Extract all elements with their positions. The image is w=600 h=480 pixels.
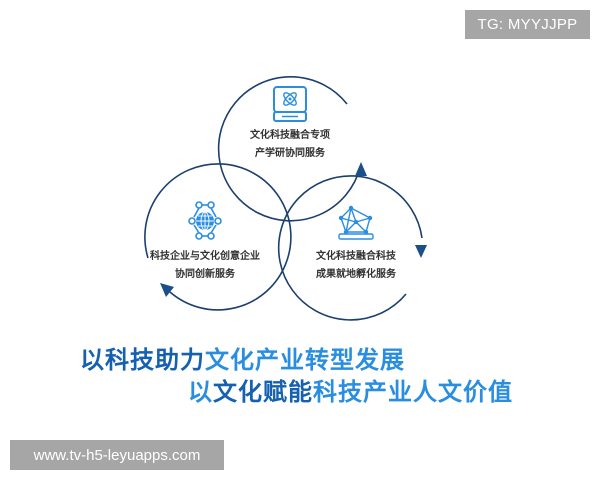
node-right-line1: 文化科技融合科技 bbox=[316, 251, 396, 262]
left-circle-arc bbox=[144, 163, 292, 311]
top-arrow-icon bbox=[355, 162, 367, 176]
watermark-top: TG: MYYJJPP bbox=[465, 10, 590, 39]
atom-monitor-icon bbox=[273, 86, 307, 122]
slogan-line-1: 以科技助力文化产业转型发展 bbox=[80, 340, 405, 375]
node-top-line2: 产学研协同服务 bbox=[255, 148, 325, 159]
slogan-2-bold: 文化赋能 bbox=[213, 378, 313, 406]
node-left-line1: 科技企业与文化创意企业 bbox=[150, 251, 260, 262]
globe-network-icon bbox=[188, 201, 222, 240]
node-top-line1: 文化科技融合专项 bbox=[250, 130, 330, 141]
slogan-1-bold: 以科技助力 bbox=[80, 346, 205, 374]
node-left-line2: 协同创新服务 bbox=[175, 269, 235, 280]
node-label-left: 科技企业与文化创意企业 协同创新服务 bbox=[150, 248, 260, 284]
right-arrow-icon bbox=[415, 245, 427, 258]
slogan-1-rest: 文化产业转型发展 bbox=[205, 346, 405, 374]
network-laptop-icon bbox=[338, 205, 374, 240]
watermark-bottom: www.tv-h5-leyuapps.com bbox=[10, 440, 224, 470]
left-arrow-icon bbox=[160, 283, 174, 297]
right-circle-arc bbox=[277, 175, 423, 321]
node-label-top: 文化科技融合专项 产学研协同服务 bbox=[240, 127, 340, 163]
slogan-line-2: 以文化赋能科技产业人文价值 bbox=[188, 372, 513, 407]
node-right-line2: 成果就地孵化服务 bbox=[316, 269, 396, 280]
node-label-right: 文化科技融合科技 成果就地孵化服务 bbox=[306, 248, 406, 284]
slogan-2-rest: 科技产业人文价值 bbox=[313, 378, 513, 406]
top-circle-arc bbox=[217, 75, 361, 222]
slogan-2-prefix: 以 bbox=[188, 378, 213, 406]
